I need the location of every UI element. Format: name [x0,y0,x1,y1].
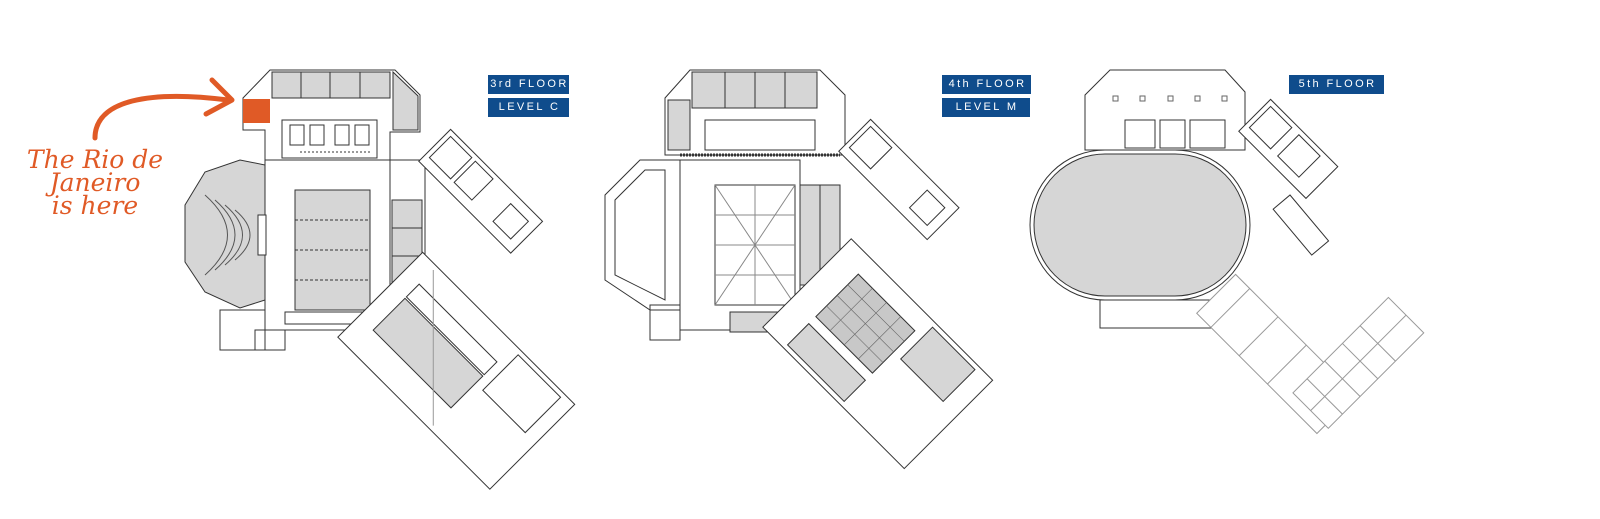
pointer-arrow-icon [92,77,235,141]
floor-label-4th: 4th FLOOR [942,75,1031,94]
rio-de-janeiro-annotation: The Rio de Janeiro is here [20,145,170,220]
annotation-line: The Rio de [26,145,164,174]
floor-label-3rd: 3rd FLOOR [488,75,569,94]
floor-plan-5th-floor [1029,69,1425,435]
floor-label-5th: 5th FLOOR [1289,75,1384,94]
floor-plan-4th-floor [604,69,994,470]
rio-de-janeiro-room-highlight [243,99,270,123]
level-label-m: LEVEL M [942,98,1030,117]
level-label-c: LEVEL C [488,98,569,117]
annotation-line: Janeiro [49,168,141,197]
annotation-line: is here [51,191,139,220]
floor-plan-3rd-floor [184,69,576,490]
